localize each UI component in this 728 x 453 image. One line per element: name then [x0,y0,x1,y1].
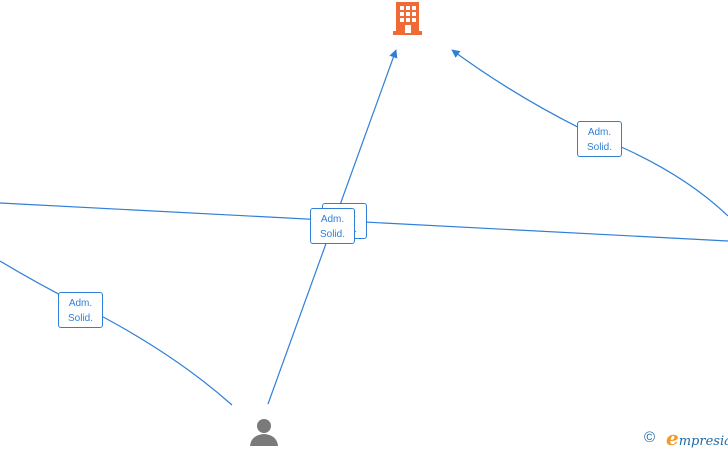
brand-logo: empresia [666,426,728,450]
copyright-symbol: © [644,429,656,446]
edge-label-line2: Solid. [319,229,345,240]
edge-label[interactable]: Adm. Solid. [310,208,355,244]
edge-label-line1: Adm. [320,214,345,225]
footer-brand[interactable]: © empresia [644,426,728,450]
person-icon [250,419,278,446]
edge-label[interactable]: Adm. Solid. [58,292,103,328]
brand-name: mpresia [678,434,728,449]
person-node[interactable] [248,416,280,448]
edge-label[interactable]: Adm. Solid. [577,121,622,157]
edge-label-line2: Solid. [586,142,612,153]
edge-label-line1: Adm. [68,298,93,309]
building-icon [393,2,422,35]
company-node[interactable] [391,0,424,36]
brand-initial: e [666,426,679,450]
edge-label-line2: Solid. [67,313,93,324]
edge-label-line1: Adm. [587,127,612,138]
edge-line [0,260,233,406]
